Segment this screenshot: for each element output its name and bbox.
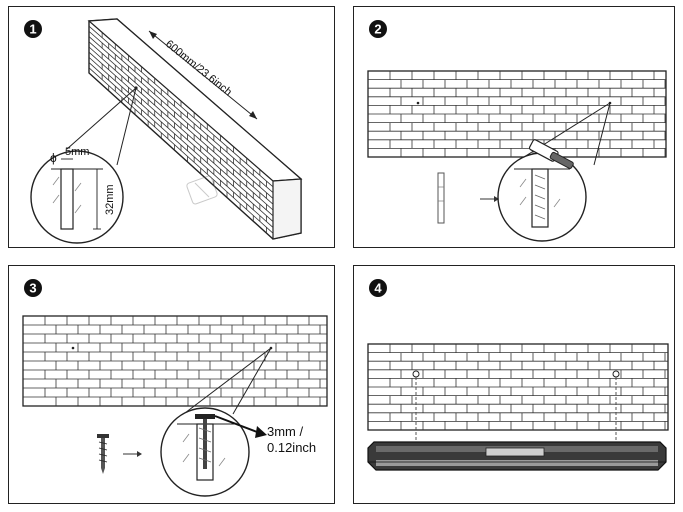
hole-diameter-label: 5mm: [65, 146, 89, 158]
brick-wall: [367, 343, 669, 431]
isometric-brick-wall: [87, 18, 303, 240]
leader-line-left: [180, 347, 272, 417]
light-fixture-icon: [367, 441, 667, 471]
step-3-number: 3: [29, 281, 36, 296]
hole-depth-label: 32mm: [104, 184, 116, 215]
step-2-marker: 2: [369, 20, 387, 38]
brick-wall: [367, 70, 667, 158]
step-4-panel: 4: [353, 265, 675, 504]
screw-gap-label-line2: 0.12inch: [267, 440, 316, 455]
hammer-icon: [528, 139, 574, 169]
step-4-number: 4: [374, 281, 382, 296]
step-2-panel: 2: [353, 6, 675, 248]
screw-gap-label-line1: 3mm /: [267, 424, 304, 439]
mounting-screw-left: [412, 370, 420, 446]
drill-hole-detail: ϕ 5mm 32mm: [30, 146, 124, 244]
drill-hole-left: [416, 101, 420, 105]
mounting-screw-right: [612, 370, 620, 446]
arrow-right-icon: [123, 451, 142, 457]
arrow-right-icon: [480, 196, 499, 202]
screw-icon: [97, 434, 109, 474]
step-1-marker: 1: [24, 20, 42, 38]
anchor-insertion-detail: [497, 152, 587, 242]
screw-insertion-detail: [160, 407, 250, 497]
drill-ghost-icon: [186, 175, 218, 205]
anchor-left: [71, 346, 75, 350]
brick-wall: [22, 315, 328, 407]
leader-line-right: [116, 87, 137, 166]
step-3-panel: 3: [8, 265, 335, 504]
leader-line-right: [593, 102, 611, 166]
step-4-marker: 4: [369, 279, 387, 297]
step-3-marker: 3: [24, 279, 42, 297]
leader-line-left: [66, 87, 137, 150]
gap-pointer: [214, 415, 267, 438]
step-1-number: 1: [29, 22, 36, 37]
diameter-symbol-icon: ϕ: [50, 151, 57, 165]
leader-line-right: [232, 347, 272, 415]
wall-anchor-icon: [437, 172, 445, 224]
step-2-number: 2: [374, 22, 381, 37]
step-1-panel: 1 600mm/23.6inch: [8, 6, 335, 248]
